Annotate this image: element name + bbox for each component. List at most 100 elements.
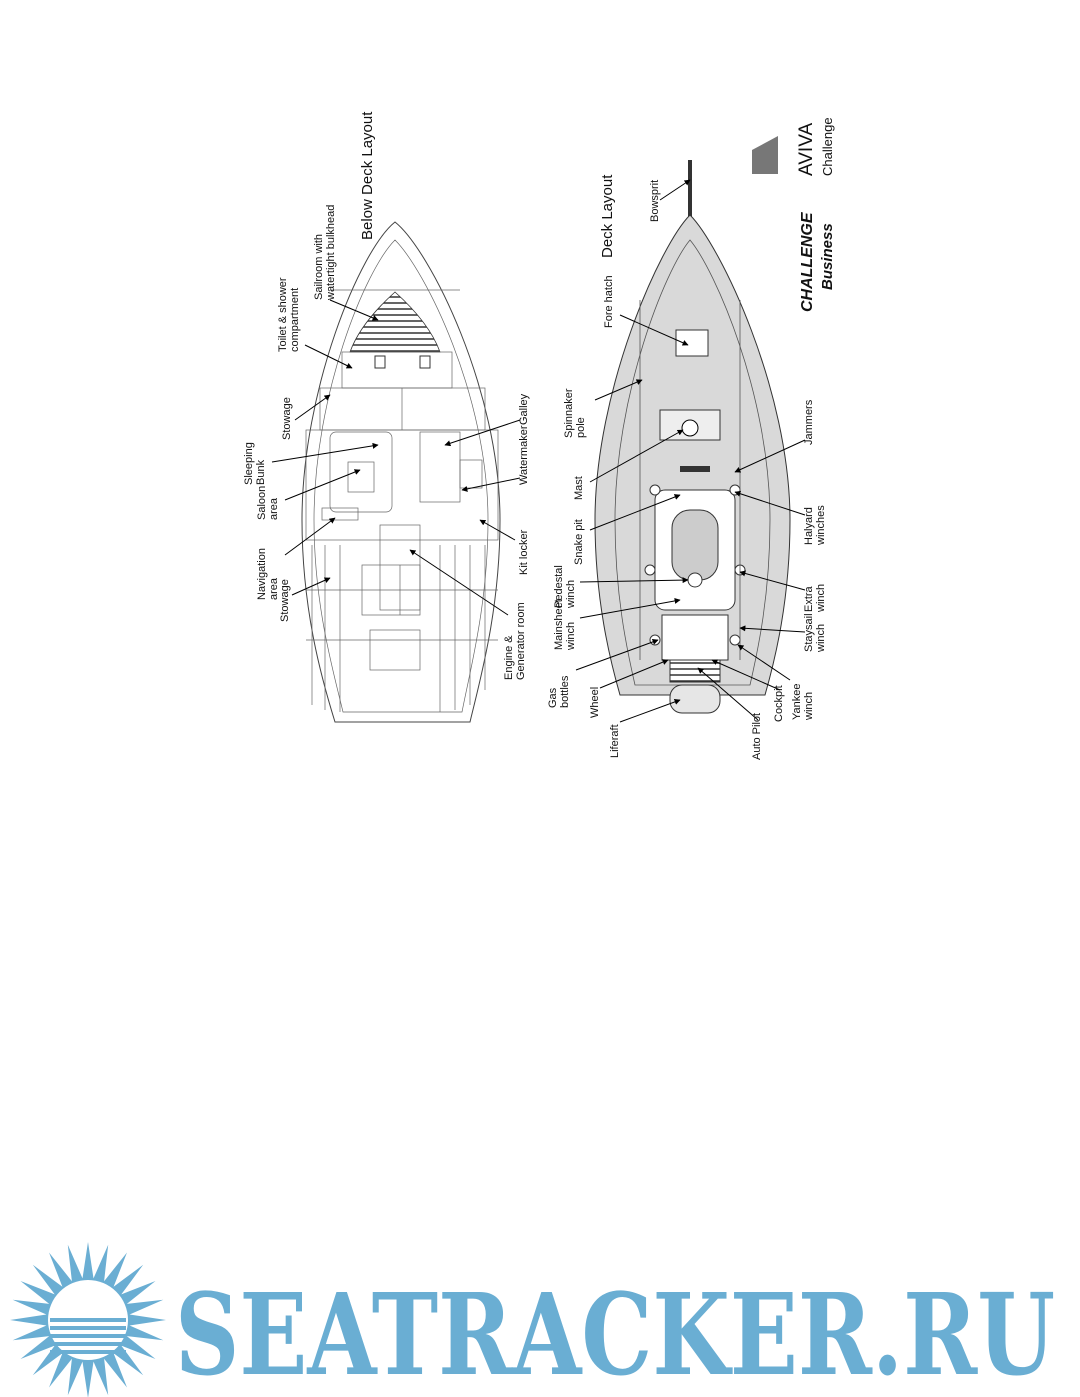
leader-spinnaker (594, 379, 643, 401)
label-mast-line-0: Mast (573, 476, 585, 500)
callout-snake: Snake pit (573, 494, 681, 565)
label-stowage-aft: Stowage (279, 579, 291, 622)
label-wheel: Wheel (589, 687, 601, 718)
label-spinnaker: Spinnakerpole (563, 388, 587, 438)
label-stowage-aft-line-0: Stowage (279, 579, 291, 622)
aviva-flag-mark (752, 136, 778, 174)
label-jammers: Jammers (803, 399, 815, 445)
label-halyard: Halyardwinches (803, 505, 827, 546)
label-autopilot-line-0: Auto Pilot (751, 713, 763, 760)
sun-stripe (50, 1334, 126, 1338)
label-engine-line-1: Generator room (515, 602, 527, 680)
aft-plank-lines (306, 545, 498, 712)
label-pedestal-line-1: winch (565, 580, 577, 609)
label-cockpit-line-0: Cockpit (773, 685, 785, 722)
sun-stripe (50, 1350, 126, 1354)
callout-stowage-aft: Stowage (279, 577, 331, 622)
label-stowage-fwd-line-0: Stowage (281, 397, 293, 440)
challenge-logo-line1: CHALLENGE (799, 211, 816, 312)
label-pedestal: Pedestalwinch (553, 565, 577, 609)
toilet-compartment (341, 351, 453, 389)
leader-sailroom (329, 299, 379, 321)
callout-toilet: Toilet & showercompartment (277, 277, 353, 369)
callout-pedestal: Pedestalwinch (553, 565, 689, 609)
leader-wheel (599, 659, 669, 689)
label-staysail-line-0: Staysail (803, 613, 815, 652)
callout-extra: Extrawinch (739, 570, 827, 613)
coachroof-hatch (671, 509, 719, 581)
leader-gas (575, 639, 659, 671)
callout-saloon: Saloonarea (256, 469, 361, 520)
leader-stowage-aft (291, 577, 331, 596)
nav-table (321, 507, 359, 521)
callout-stowage-fwd: Stowage (281, 394, 331, 440)
label-saloon-line-0: Saloon (256, 486, 268, 520)
leader-yankee (737, 644, 791, 681)
sailroom-hatch (349, 291, 441, 353)
sun-stripe (50, 1318, 126, 1322)
label-liferaft: Liferaft (609, 724, 621, 758)
below-deck-hull (301, 221, 501, 723)
label-extra: Extrawinch (803, 584, 827, 613)
callout-liferaft: Liferaft (609, 699, 681, 758)
label-saloon: Saloonarea (256, 486, 280, 520)
label-bowsprit-line-0: Bowsprit (649, 180, 661, 222)
label-spinnaker-line-1: pole (575, 417, 587, 438)
aviva-challenge-logo: AVIVA Challenge (752, 117, 835, 176)
aviva-logo-line2: Challenge (820, 117, 835, 176)
callout-navigation: Navigationarea (256, 517, 336, 600)
label-mainsheet-line-0: Mainsheet (553, 599, 565, 650)
label-sailroom: Sailroom withwatertight bulkhead (313, 205, 337, 301)
label-sailroom-line-0: Sailroom with (313, 234, 325, 300)
label-pedestal-line-0: Pedestal (553, 565, 565, 608)
label-fore-hatch-line-0: Fore hatch (603, 275, 615, 328)
label-stowage-fwd: Stowage (281, 397, 293, 440)
label-navigation-line-0: Navigation (256, 548, 268, 600)
mast-step (681, 419, 699, 437)
callout-staysail: Staysailwinch (739, 613, 827, 653)
label-kit: Kit locker (518, 529, 530, 575)
label-engine: Engine &Generator room (503, 602, 527, 680)
leader-jammers (734, 439, 806, 473)
leader-sleeping (271, 442, 379, 463)
pedestal-winch-shape (687, 572, 703, 588)
label-gas-line-1: bottles (559, 675, 571, 708)
label-cockpit: Cockpit (773, 685, 785, 722)
label-navigation-line-1: area (268, 577, 280, 600)
label-watermaker-line-0: Watermaker (518, 425, 530, 485)
leader-bowsprit (659, 179, 691, 201)
leader-toilet (304, 344, 353, 369)
callout-jammers: Jammers (734, 399, 815, 473)
callout-mainsheet: Mainsheetwinch (553, 598, 681, 651)
label-engine-line-0: Engine & (503, 635, 515, 680)
callout-bowsprit: Bowsprit (649, 179, 691, 222)
callout-wheel: Wheel (589, 659, 669, 718)
leader-snake (589, 494, 681, 531)
galley-sink (459, 459, 483, 489)
callout-sleeping: SleepingBunk (243, 442, 379, 485)
label-yankee-line-1: winch (803, 692, 815, 721)
leader-extra (739, 570, 806, 591)
cockpit-area (661, 614, 729, 661)
label-jammers-line-0: Jammers (803, 399, 815, 445)
leader-cockpit (711, 659, 781, 691)
sun-icon (10, 1242, 166, 1397)
aft-block (369, 629, 421, 671)
label-sleeping: SleepingBunk (243, 442, 267, 485)
label-staysail-line-1: winch (815, 624, 827, 653)
challenge-logo-line2: Business (819, 223, 836, 290)
label-galley-line-0: Galley (518, 393, 530, 425)
label-mainsheet-line-1: winch (565, 622, 577, 651)
leader-halyard (734, 490, 806, 516)
callout-halyard: Halyardwinches (734, 490, 827, 546)
label-toilet-line-0: Toilet & shower (277, 277, 289, 352)
label-halyard-line-0: Halyard (803, 507, 815, 545)
label-halyard-line-1: winches (815, 505, 827, 546)
forward-cabins (319, 387, 486, 431)
callout-yankee: Yankeewinch (737, 644, 815, 721)
label-mainsheet: Mainsheetwinch (553, 599, 577, 651)
callout-fore-hatch: Fore hatch (603, 275, 689, 346)
deck-title: Deck Layout (599, 174, 616, 258)
